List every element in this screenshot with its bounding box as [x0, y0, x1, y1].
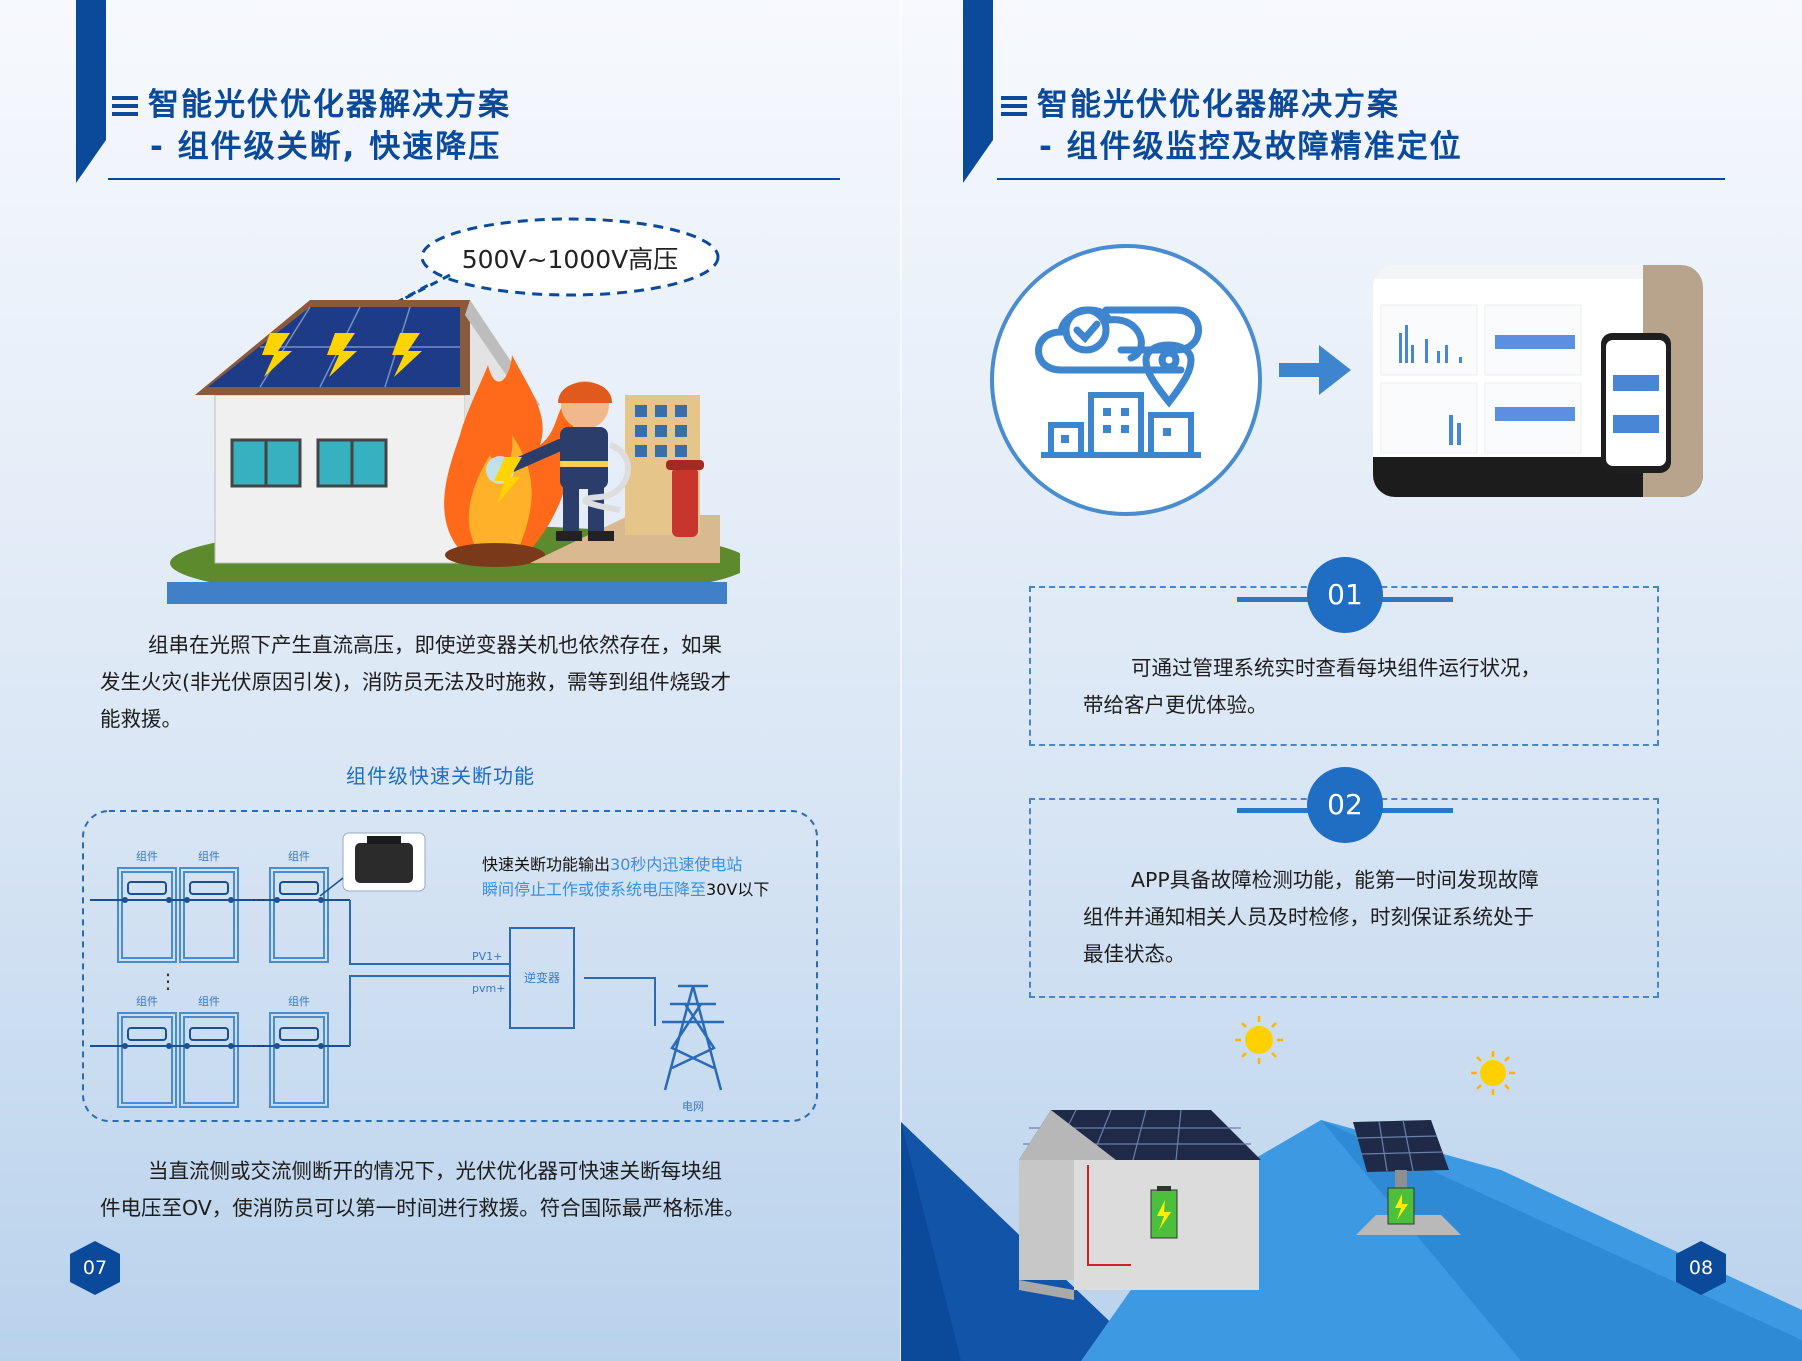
callout-suffix: 30V以下: [706, 880, 769, 899]
transmission-tower-icon: [662, 984, 724, 1091]
location-pin-icon: [1142, 341, 1195, 408]
number-badge-2: 02: [1307, 767, 1383, 843]
inverter-label: 逆变器: [524, 970, 560, 985]
panel-label: 组件: [136, 994, 158, 1008]
closing-paragraph: 当直流侧或交流侧断开的情况下，光伏优化器可快速关断每块组 件电压至OV，使消防员…: [100, 1159, 745, 1220]
callout-highlight: 30秒内迅速使电站: [610, 855, 742, 874]
svg-text:⋮: ⋮: [158, 969, 178, 993]
sun-icon: [1235, 1016, 1283, 1064]
fire-scene-illustration: 500V~1000V高压: [167, 217, 740, 604]
pv-plus-label: PV1+: [472, 950, 502, 963]
buildings-icon: [1041, 392, 1201, 458]
solar-house-illustration: [901, 1016, 1802, 1361]
page-title: 智能光伏优化器解决方案 - 组件级关断, 快速降压: [112, 84, 511, 168]
page-title: 智能光伏优化器解决方案 - 组件级监控及故障精准定位: [1001, 84, 1463, 168]
rapid-shutdown-diagram: ··· ··· ⋮ 组件 组件 组件 组件 组件 组件 快速关断功能输出30秒内…: [82, 810, 818, 1122]
panel-label: 组件: [288, 849, 310, 863]
voltage-bubble: [420, 217, 720, 297]
number-badge-1: 01: [1307, 557, 1383, 633]
title-flag: [76, 0, 106, 183]
title-main: 智能光伏优化器解决方案: [148, 87, 511, 123]
left-page: 智能光伏优化器解决方案 - 组件级关断, 快速降压 500V~1000V高压: [70, 0, 840, 1295]
pv-minus-label: pvm+: [472, 982, 505, 995]
svg-text:···: ···: [252, 1039, 265, 1055]
panel-label: 组件: [198, 849, 220, 863]
callout-highlight: 瞬间停止工作或使系统电压降至: [482, 880, 706, 899]
callout-prefix: 快速关断功能输出: [482, 855, 610, 874]
title-flag: [963, 0, 993, 183]
grid-label: 电网: [682, 1100, 704, 1113]
panel-row-bottom: [117, 1012, 329, 1108]
right-page: 智能光伏优化器解决方案 - 组件级监控及故障精准定位: [901, 0, 1802, 1361]
svg-text:···: ···: [252, 893, 265, 909]
intro-paragraph: 组串在光照下产生直流高压，即使逆变器关机也依然存在，如果 发生火灾(非光伏原因引…: [100, 633, 731, 731]
title-sub: - 组件级关断, 快速降压: [150, 129, 502, 165]
page-number: 08: [1676, 1241, 1726, 1295]
title-underline: [108, 178, 840, 180]
title-sub: - 组件级监控及故障精准定位: [1039, 129, 1463, 165]
panel-row-top: [117, 867, 329, 963]
menu-lines-icon: [112, 96, 138, 116]
cloud-check-icon: [1035, 306, 1202, 374]
panel-label: 组件: [136, 849, 158, 863]
dashboard-photo: [1373, 265, 1703, 497]
panel-label: 组件: [288, 994, 310, 1008]
page-number: 07: [70, 1241, 120, 1295]
bubble-text: 500V~1000V高压: [462, 245, 679, 274]
page-divider: [900, 0, 902, 1361]
monitoring-circle-illustration: [990, 244, 1262, 516]
title-underline: [997, 178, 1725, 180]
arrow-right-icon: [1279, 345, 1351, 395]
menu-lines-icon: [1001, 96, 1027, 116]
section-label: 组件级快速关断功能: [346, 764, 535, 788]
svg-text:瞬间停止工作或使系统电压降至30V以下: 瞬间停止工作或使系统电压降至30V以下: [482, 880, 769, 899]
svg-text:快速关断功能输出30秒内迅速使电站: 快速关断功能输出30秒内迅速使电站: [482, 855, 742, 874]
feature-card-1: 可通过管理系统实时查看每块组件运行状况， 带给客户更优体验。: [1029, 586, 1659, 746]
panel-label: 组件: [198, 994, 220, 1008]
title-main: 智能光伏优化器解决方案: [1037, 87, 1400, 123]
sun-icon: [1471, 1051, 1515, 1095]
